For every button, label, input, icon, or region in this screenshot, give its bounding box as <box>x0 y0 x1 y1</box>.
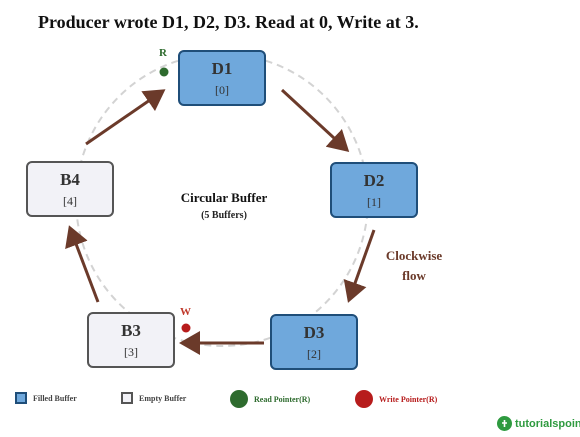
buffer-slot-2: D3 [2] <box>270 314 358 370</box>
buffer-name: B4 <box>60 169 80 189</box>
read-pointer-label: R <box>159 47 167 59</box>
buffer-slot-1: D2 [1] <box>330 162 418 218</box>
filled-swatch-icon <box>15 392 27 404</box>
legend-empty-label: Empty Buffer <box>139 393 187 403</box>
center-subtitle: (5 Buffers) <box>201 210 247 221</box>
direction-label: Clockwise flow <box>372 246 456 286</box>
read-pointer-dot <box>159 67 169 77</box>
direction-label-line1: Clockwise <box>385 248 443 263</box>
arrow-b3-to-b4 <box>65 225 100 303</box>
buffer-slot-3: B3 [3] <box>87 312 175 368</box>
legend-empty: Empty Buffer <box>121 392 186 404</box>
read-dot-icon <box>230 390 248 408</box>
direction-label-line2: flow <box>402 268 426 283</box>
brand-logo: tutorialspoint <box>497 416 580 431</box>
legend-write-label: Write Pointer(R) <box>379 394 438 404</box>
buffer-name: B3 <box>121 320 141 340</box>
buffer-index: [1] <box>367 194 381 209</box>
legend-write: Write Pointer(R) <box>355 390 437 408</box>
logo-text: tutorialspoint <box>515 417 580 430</box>
buffer-index: [3] <box>124 344 138 359</box>
buffer-slot-0: D1 [0] <box>178 50 266 106</box>
buffer-index: [4] <box>63 193 77 208</box>
legend-filled: Filled Buffer <box>15 392 77 404</box>
diagram-title: Producer wrote D1, D2, D3. Read at 0, Wr… <box>38 12 419 32</box>
empty-swatch-icon <box>121 392 133 404</box>
logo-icon <box>497 416 512 431</box>
buffer-index: [2] <box>307 346 321 361</box>
arrow-b4-to-d1 <box>85 89 166 146</box>
center-title: Circular Buffer <box>180 190 268 205</box>
write-pointer-dot <box>181 323 191 333</box>
legend-read-label: Read Pointer(R) <box>254 394 311 404</box>
arrow-d2-to-d3 <box>343 229 376 303</box>
write-dot-icon <box>355 390 373 408</box>
buffer-index: [0] <box>215 82 229 97</box>
legend-filled-label: Filled Buffer <box>33 393 77 403</box>
buffer-name: D3 <box>303 322 325 342</box>
write-pointer-label: W <box>180 306 191 318</box>
arrow-d1-to-d2 <box>280 88 350 153</box>
legend-read: Read Pointer(R) <box>230 390 310 408</box>
logo-glyph-icon <box>502 420 507 427</box>
buffer-name: D1 <box>211 58 233 78</box>
buffer-name: D2 <box>363 170 385 190</box>
buffer-slot-4: B4 [4] <box>26 161 114 217</box>
